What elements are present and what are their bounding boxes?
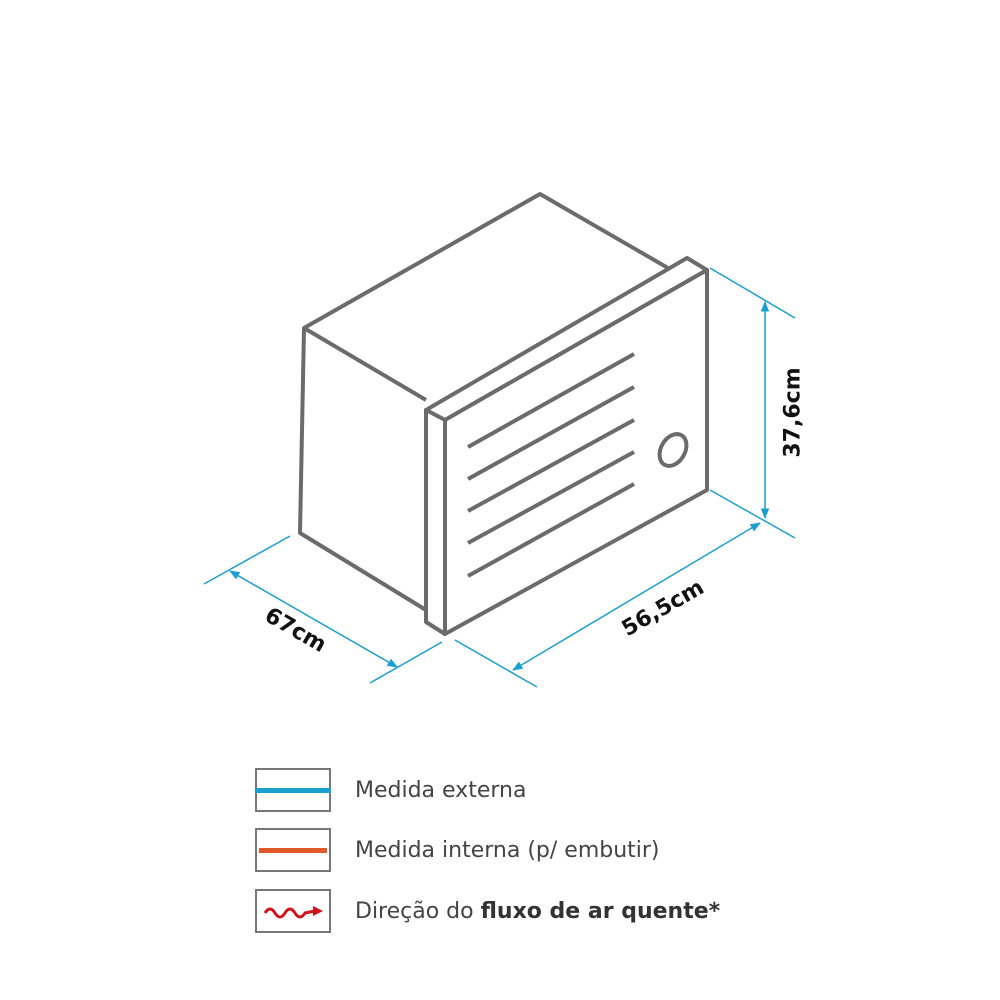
- legend-item-internal: Medida interna (p/ embutir): [255, 828, 660, 872]
- airflow-swatch: [255, 889, 331, 933]
- knob: [657, 432, 689, 468]
- legend-label: Direção do fluxo de ar quente*: [355, 899, 720, 924]
- dimension-lines: [203, 267, 796, 688]
- oven-outline: [298, 192, 709, 636]
- wavy-arrow-icon: [263, 906, 323, 919]
- external-swatch: [255, 768, 331, 812]
- internal-swatch: [255, 828, 331, 872]
- legend-label: Medida interna (p/ embutir): [355, 837, 660, 863]
- legend-label-regular: Direção do: [355, 898, 474, 924]
- legend-item-external: Medida externa: [255, 768, 526, 812]
- height-label: 37,6cm: [780, 367, 806, 458]
- legend-label: Medida externa: [355, 777, 527, 803]
- legend-item-airflow: Direção do fluxo de ar quente*: [255, 889, 720, 933]
- legend-label-bold: fluxo de ar quente*: [480, 898, 721, 924]
